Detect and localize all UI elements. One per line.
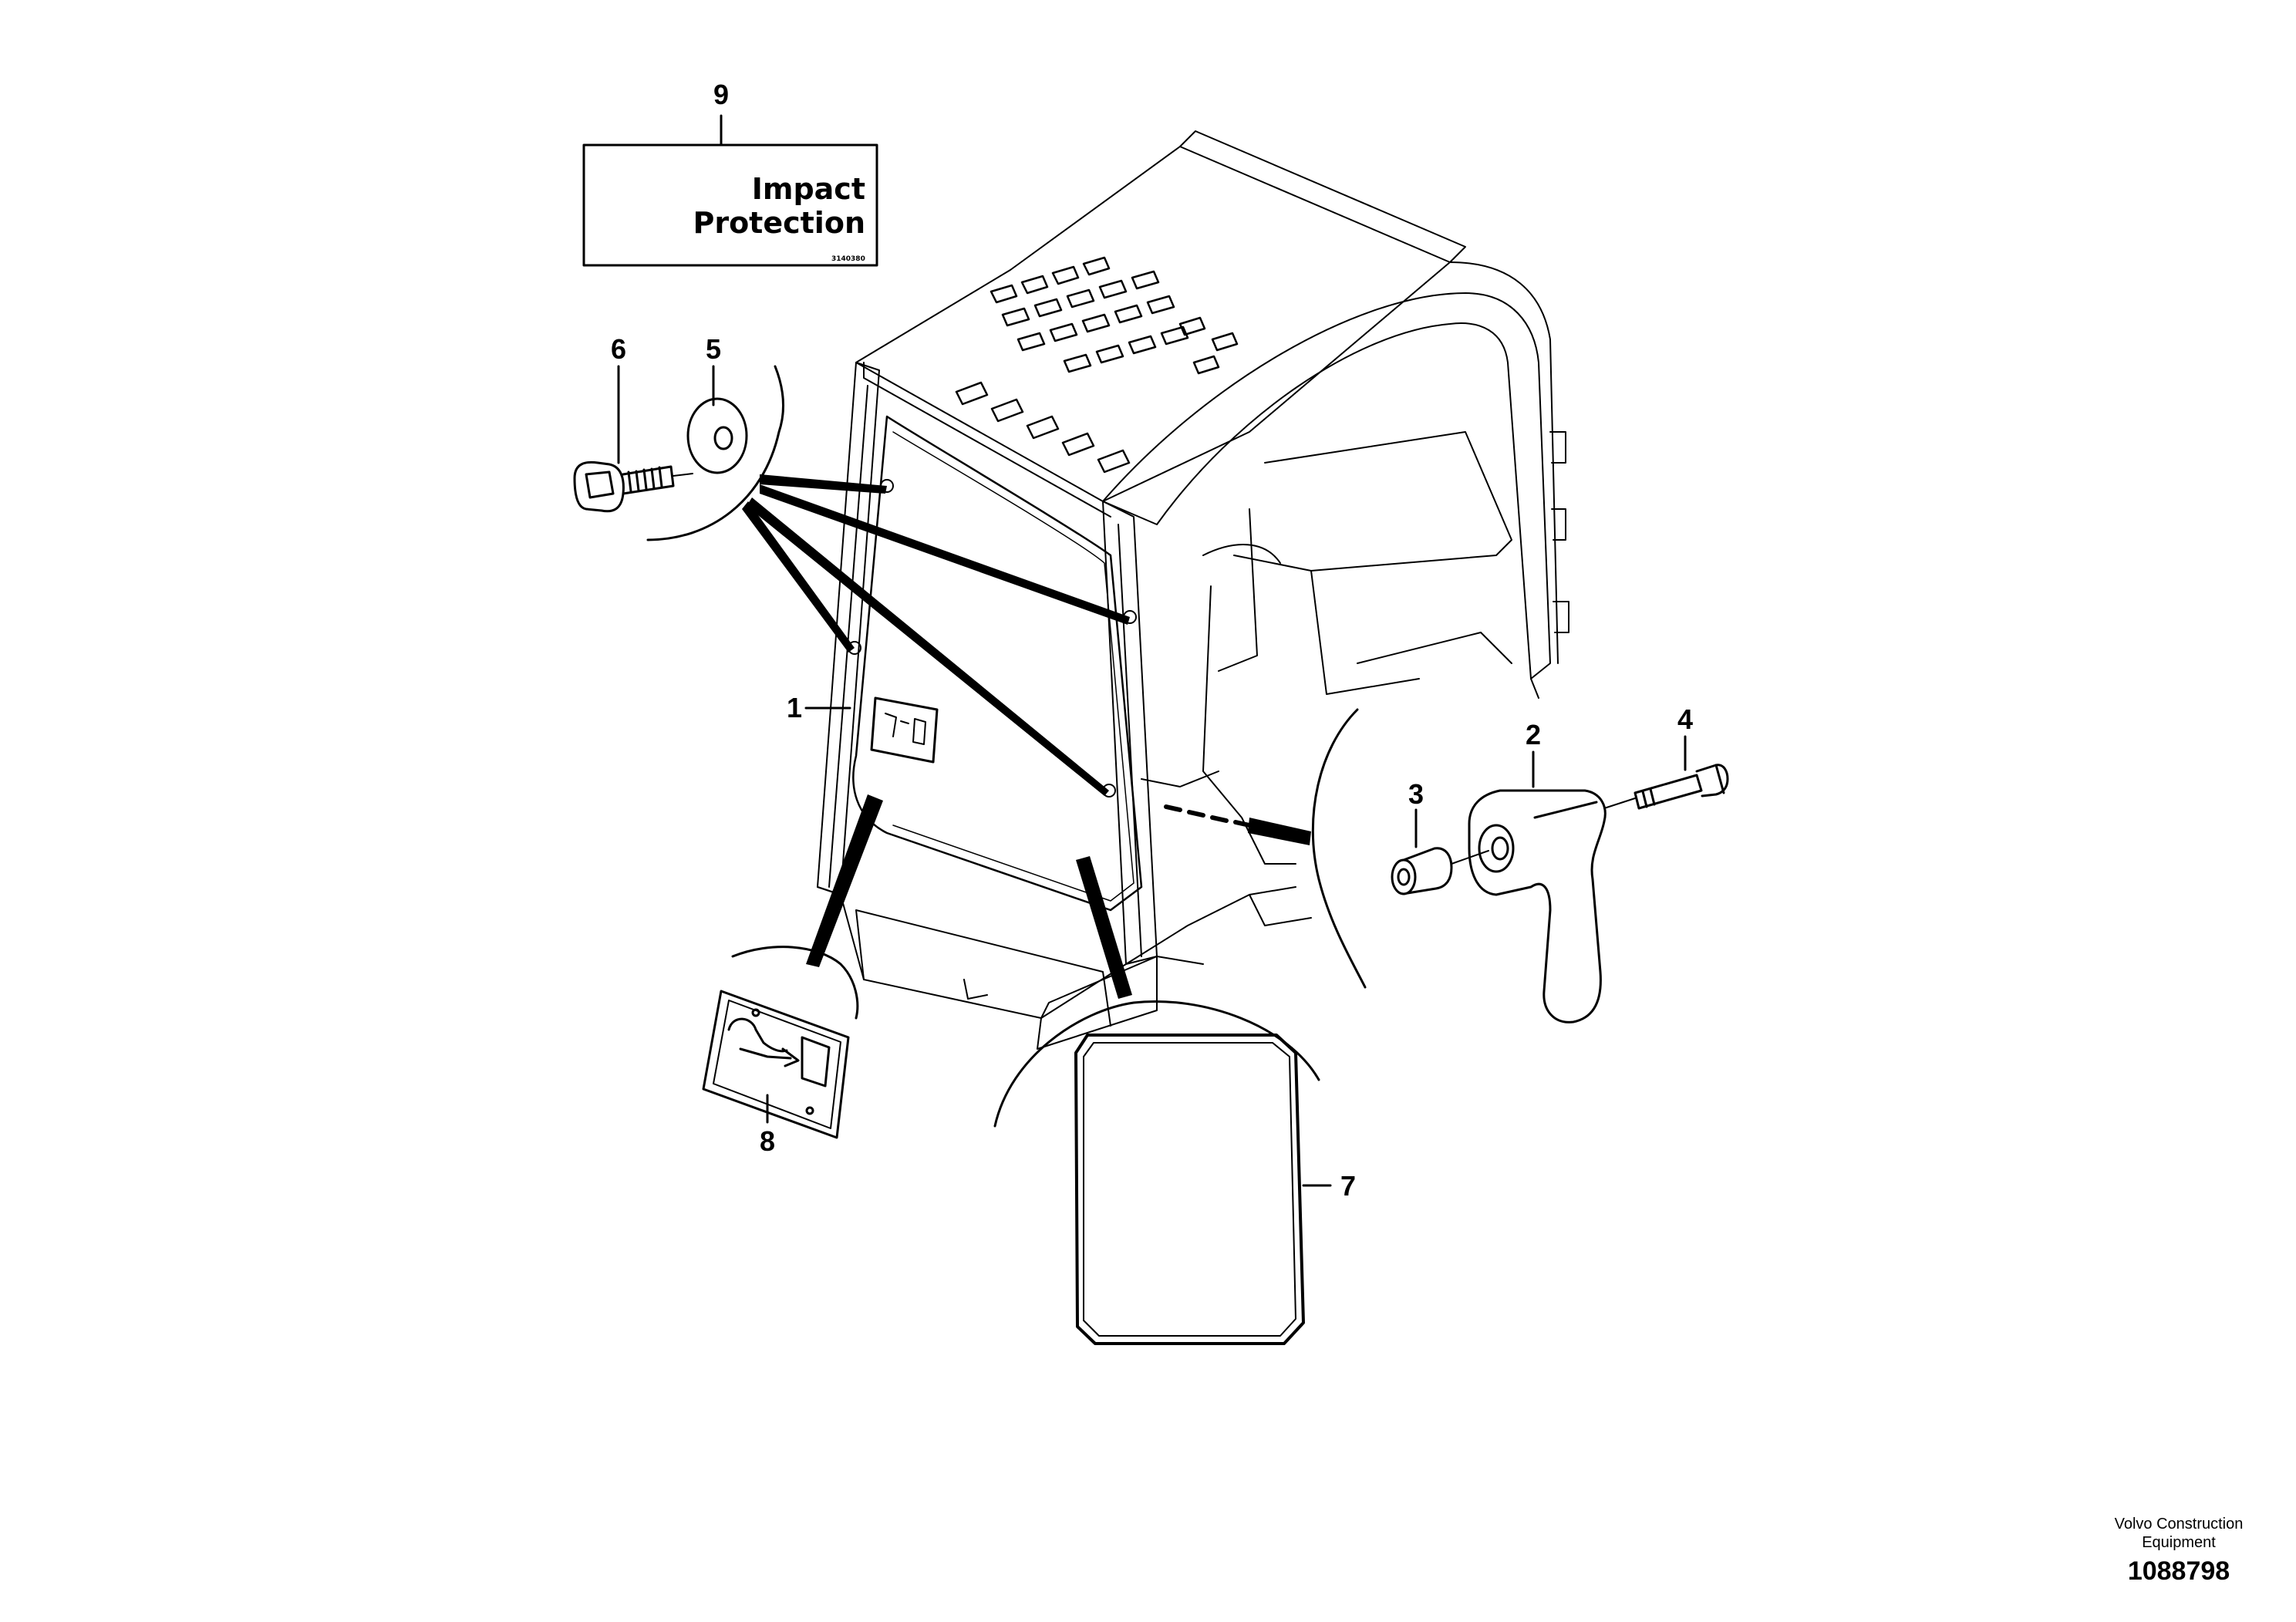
handle-bolt-part bbox=[1635, 765, 1728, 808]
handle-detail bbox=[1313, 710, 1728, 1022]
handle-leader-dashes bbox=[1166, 807, 1249, 825]
callout-leaders bbox=[619, 366, 1685, 847]
door-seal-part bbox=[1076, 1035, 1303, 1344]
decal-line-1: Impact bbox=[752, 172, 865, 206]
lock-decal-plate bbox=[703, 991, 848, 1138]
lock-decal-detail bbox=[703, 794, 883, 1138]
decal-code: 3140380 bbox=[831, 255, 865, 263]
callout-labels: 1 2 3 4 5 6 7 8 9 bbox=[611, 79, 1693, 1202]
callout-6: 6 bbox=[611, 333, 626, 365]
brand-name: Volvo Construction Equipment bbox=[2082, 1515, 2275, 1552]
callout-8: 8 bbox=[760, 1125, 775, 1157]
washer-part bbox=[688, 399, 747, 473]
callout-9: 9 bbox=[713, 79, 729, 110]
callout-3: 3 bbox=[1408, 778, 1424, 810]
decal-line-2: Protection bbox=[693, 206, 865, 240]
drawing-number: 1088798 bbox=[2127, 1556, 2230, 1586]
bushing-part bbox=[1392, 848, 1451, 894]
callout-5: 5 bbox=[706, 333, 721, 365]
door-seal-detail bbox=[995, 856, 1330, 1344]
brand-line-2: Equipment bbox=[2142, 1534, 2216, 1551]
bolt-detail bbox=[575, 366, 783, 540]
impact-protection-decal: Impact Protection 3140380 bbox=[584, 116, 877, 265]
callout-2: 2 bbox=[1526, 719, 1541, 750]
callout-7: 7 bbox=[1340, 1170, 1356, 1202]
callout-4: 4 bbox=[1677, 703, 1693, 735]
socket-bolt-part bbox=[575, 462, 693, 511]
cab-frame bbox=[818, 131, 1569, 1049]
roof-vent-grid bbox=[956, 258, 1237, 472]
brand-line-1: Volvo Construction bbox=[2114, 1516, 2244, 1533]
callout-1: 1 bbox=[787, 692, 802, 723]
bolt-detail-leaders bbox=[742, 474, 1130, 796]
door-sticker bbox=[872, 698, 937, 762]
door-handle-part bbox=[1469, 791, 1605, 1022]
